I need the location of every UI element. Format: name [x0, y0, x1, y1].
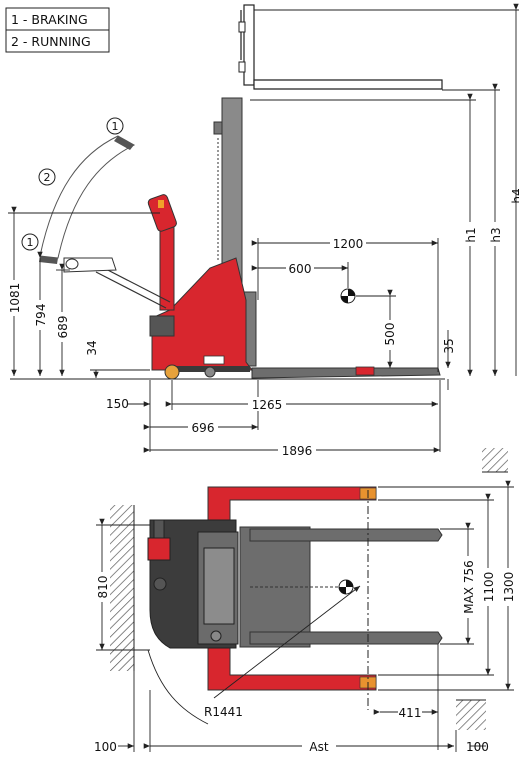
legend: 1 - BRAKING 2 - RUNNING	[5, 7, 110, 53]
dim-689: 689	[56, 316, 70, 339]
tiller-markers: 1 2 1	[21, 117, 124, 251]
forks-top	[239, 526, 443, 648]
dim-max-756: MAX 756	[462, 560, 476, 614]
tiller-arc	[39, 135, 136, 264]
marker-running: 2	[44, 171, 51, 184]
dim-h4: h4	[510, 188, 519, 203]
truck-body-side	[149, 257, 253, 380]
dim-600: 600	[289, 262, 312, 276]
legend-braking: 1 - BRAKING	[11, 12, 88, 27]
chassis-top	[147, 519, 239, 649]
dim-1100: 1100	[482, 572, 496, 603]
dim-1300: 1300	[502, 572, 516, 603]
dim-34: 34	[85, 340, 99, 355]
side-dimension-lines	[8, 3, 519, 453]
wall-hatch-bottom	[456, 700, 486, 730]
dim-1896: 1896	[282, 444, 313, 458]
dim-500: 500	[383, 323, 397, 346]
tiller-upright	[147, 194, 177, 311]
dim-r1441: R1441	[204, 705, 243, 719]
dim-1265: 1265	[252, 398, 283, 412]
raised-fork	[238, 4, 443, 90]
dim-h1: h1	[464, 227, 478, 242]
marker-braking-top: 1	[112, 120, 119, 133]
top-view: 810 MAX 756 1100 1300 R1441 411 100 Ast …	[94, 448, 516, 754]
dim-ast: Ast	[309, 740, 328, 754]
load-wheel	[355, 366, 375, 376]
legend-running: 2 - RUNNING	[11, 34, 91, 49]
marker-braking-low: 1	[27, 236, 34, 249]
center-of-gravity-top	[338, 490, 369, 710]
dim-150: 150	[106, 397, 129, 411]
dim-411: 411	[399, 706, 422, 720]
dim-1200: 1200	[333, 237, 364, 251]
wall-hatch-left	[110, 505, 134, 671]
lowered-fork	[251, 367, 441, 379]
dim-h3: h3	[489, 227, 503, 242]
side-dimension-labels: 1200 600 500 35 h1 h3 h4 1081 794 689 34…	[6, 188, 519, 458]
dim-1081: 1081	[8, 283, 22, 314]
dim-100-right: 100	[466, 740, 489, 754]
dim-794: 794	[34, 304, 48, 327]
wall-hatch-top	[482, 448, 508, 472]
center-of-gravity-side	[340, 288, 356, 304]
dim-810: 810	[96, 576, 110, 599]
side-view: 1 2 1	[6, 3, 519, 458]
tiller-lowered	[63, 257, 171, 309]
turning-radius	[147, 585, 361, 725]
top-dimension-labels: 810 MAX 756 1100 1300 R1441 411 100 Ast …	[94, 556, 516, 754]
dim-100-left: 100	[94, 740, 117, 754]
dim-696: 696	[192, 421, 215, 435]
dim-35: 35	[442, 338, 456, 353]
